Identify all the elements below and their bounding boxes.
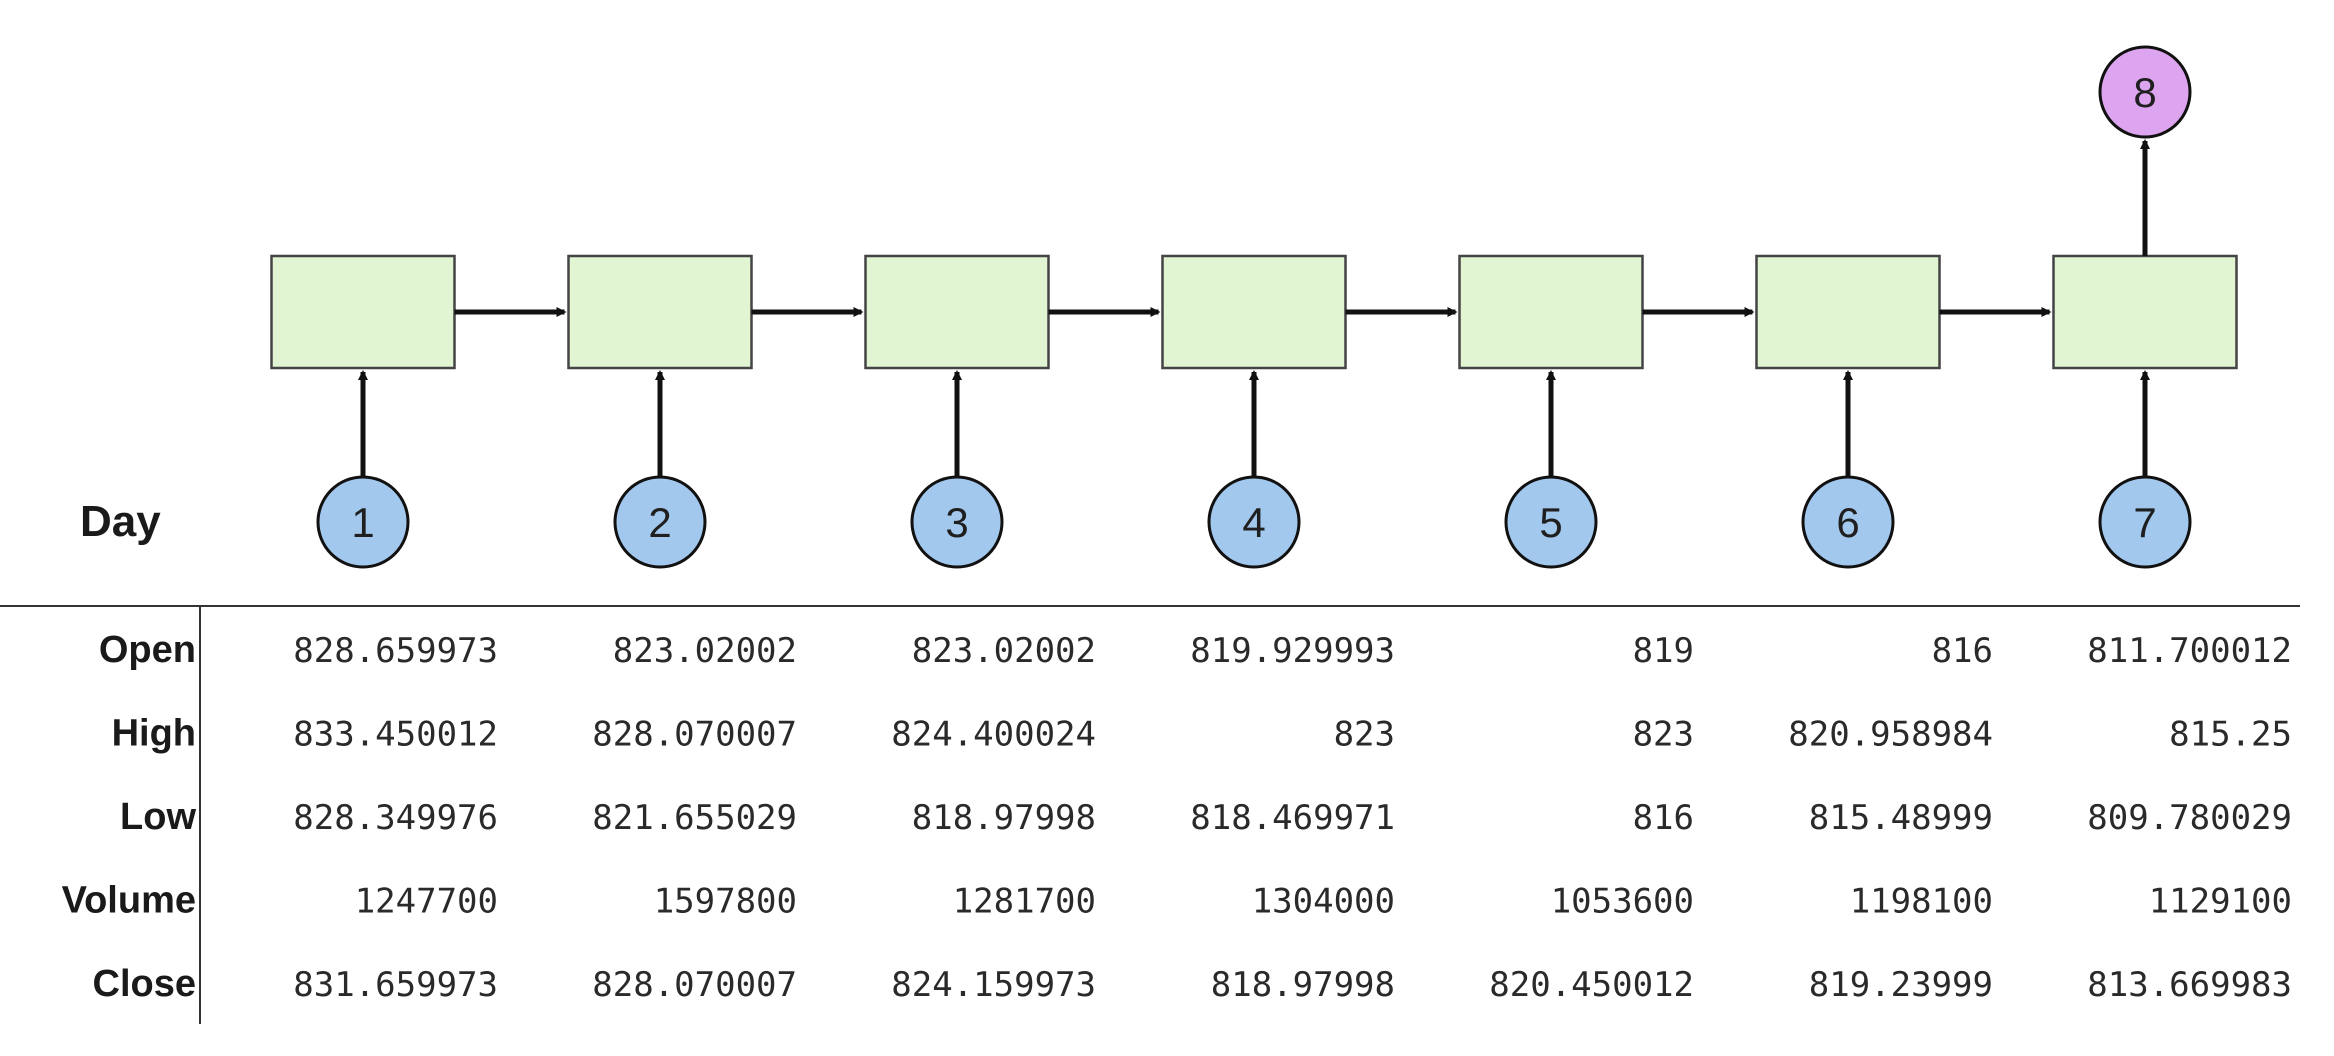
table-cell: 816 <box>1633 798 1694 838</box>
day-node-2 <box>613 475 707 569</box>
table-cell: 809.780029 <box>2087 798 2292 838</box>
output-node <box>2098 45 2192 139</box>
table-cell: 823 <box>1334 715 1395 755</box>
table-cell: 819.929993 <box>1190 631 1395 671</box>
day-node-6 <box>1801 475 1895 569</box>
day-node-4 <box>1207 475 1301 569</box>
table-cell: 818.469971 <box>1190 798 1395 838</box>
table-cell: 823.02002 <box>912 631 1096 671</box>
rnn-cell-3 <box>864 254 1050 370</box>
table-cell: 824.400024 <box>891 715 1096 755</box>
table-cell: 1198100 <box>1850 882 1993 922</box>
row-label-open: Open <box>99 629 196 671</box>
table-cell: 818.97998 <box>912 798 1096 838</box>
table-cell: 828.659973 <box>293 631 498 671</box>
table-cell: 819 <box>1633 631 1694 671</box>
day-label: Day <box>80 497 161 546</box>
output-node-label: 8 <box>2133 69 2156 116</box>
row-label-close: Close <box>93 963 196 1005</box>
day-node-5 <box>1504 475 1598 569</box>
rnn-cell-4 <box>1161 254 1347 370</box>
table-cell: 1247700 <box>355 882 498 922</box>
day-node-1 <box>316 475 410 569</box>
table-cell: 831.659973 <box>293 965 498 1005</box>
day-node-label-3: 3 <box>945 499 968 546</box>
table-cell: 1129100 <box>2149 882 2292 922</box>
table-cell: 813.669983 <box>2087 965 2292 1005</box>
day-node-label-1: 1 <box>351 499 374 546</box>
row-label-low: Low <box>120 796 196 838</box>
table-cell: 1304000 <box>1252 882 1395 922</box>
table-cell: 823.02002 <box>613 631 797 671</box>
table-cell: 1053600 <box>1551 882 1694 922</box>
table-cell: 821.655029 <box>592 798 797 838</box>
table-cell: 820.958984 <box>1788 715 1993 755</box>
table-cell: 815.25 <box>2169 715 2292 755</box>
table-cell: 819.23999 <box>1809 965 1993 1005</box>
table-cell: 818.97998 <box>1211 965 1395 1005</box>
table-cell: 828.349976 <box>293 798 498 838</box>
day-node-label-4: 4 <box>1242 499 1265 546</box>
row-label-high: High <box>112 713 196 755</box>
day-node-label-2: 2 <box>648 499 671 546</box>
table-cell: 1281700 <box>953 882 1096 922</box>
day-node-label-7: 7 <box>2133 499 2156 546</box>
rnn-cell-6 <box>1755 254 1941 370</box>
rnn-cell-7 <box>2052 254 2238 370</box>
table-cell: 823 <box>1633 715 1694 755</box>
table-cell: 816 <box>1932 631 1993 671</box>
day-node-label-6: 6 <box>1836 499 1859 546</box>
day-node-3 <box>910 475 1004 569</box>
rnn-cell-2 <box>567 254 753 370</box>
table-cell: 815.48999 <box>1809 798 1993 838</box>
table-cell: 820.450012 <box>1489 965 1694 1005</box>
table-cell: 833.450012 <box>293 715 498 755</box>
table-cell: 828.070007 <box>592 965 797 1005</box>
day-node-label-5: 5 <box>1539 499 1562 546</box>
rnn-cell-5 <box>1458 254 1644 370</box>
table-cell: 1597800 <box>654 882 797 922</box>
table-cell: 811.700012 <box>2087 631 2292 671</box>
table-cell: 828.070007 <box>592 715 797 755</box>
table-cell: 824.159973 <box>891 965 1096 1005</box>
rnn-cell-1 <box>270 254 456 370</box>
day-node-7 <box>2098 475 2192 569</box>
row-label-volume: Volume <box>62 880 196 922</box>
